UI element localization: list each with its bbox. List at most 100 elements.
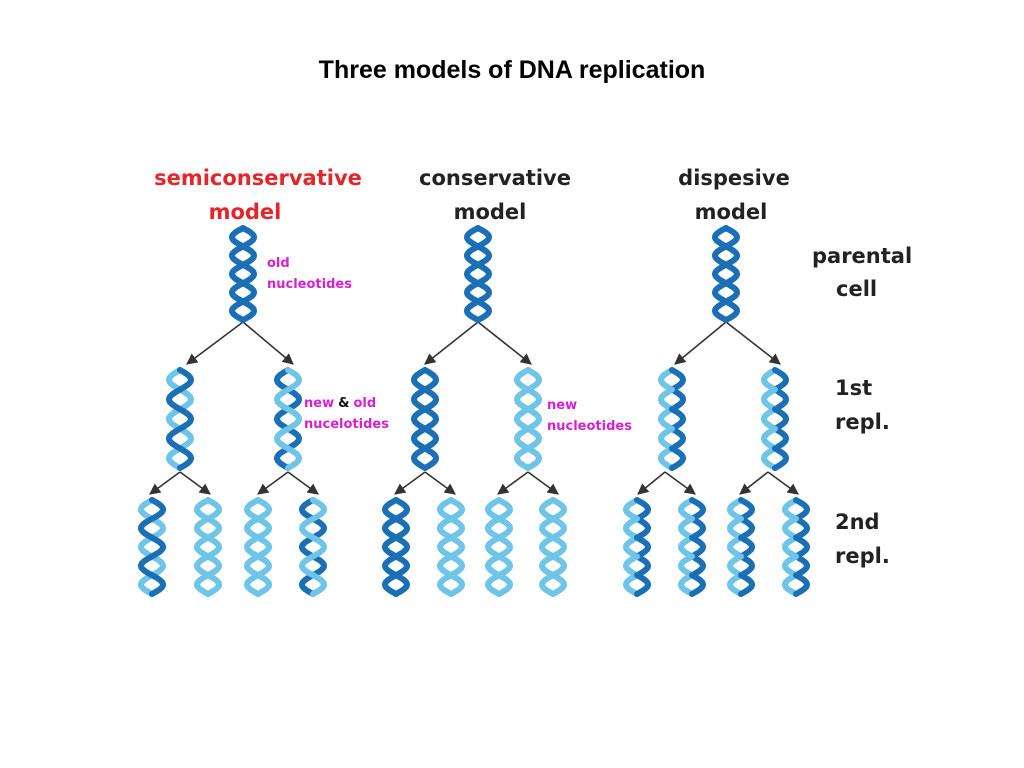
dna-strand [436, 497, 466, 597]
dna-strand [634, 515, 652, 541]
dna-strand [165, 367, 195, 471]
dna-strand [634, 497, 652, 522]
dna-strand [243, 497, 273, 597]
dna-strand [677, 572, 695, 597]
arrow [527, 471, 559, 495]
dna-strand [669, 445, 687, 471]
row-label-1st-repl: repl. [835, 410, 890, 434]
dna-strand [513, 367, 543, 471]
arrow [725, 321, 781, 365]
note-new-and-old: new&old [304, 396, 376, 411]
dna-strand [193, 497, 223, 597]
arrow [424, 321, 479, 365]
arrow [186, 321, 244, 365]
arrow [149, 471, 181, 495]
dna-strand [622, 572, 640, 597]
dna-strand [793, 497, 811, 522]
dna-strand [410, 367, 440, 471]
row-label-parental: parental [812, 244, 912, 268]
dna-strand [772, 406, 790, 432]
dna-strand [738, 515, 756, 541]
dna-strand [513, 367, 543, 471]
dna-strand [793, 572, 811, 597]
row-label-parental-cell: cell [836, 277, 877, 301]
dna-strand [689, 497, 707, 522]
dna-strand [273, 367, 303, 471]
note-old: old [267, 256, 290, 271]
arrow [674, 321, 727, 365]
dna-strand [634, 572, 652, 597]
dna-strand [711, 225, 741, 323]
dna-strand [538, 497, 568, 597]
note-old-nucleotides: nucleotides [267, 277, 352, 292]
dna-strand [228, 225, 258, 323]
dna-strand [298, 497, 328, 597]
dna-strand [760, 406, 778, 432]
dna-strand [657, 445, 675, 471]
note-new-word: new [304, 396, 334, 411]
arrow [394, 471, 426, 495]
dna-strand [484, 497, 514, 597]
dna-helices [137, 225, 811, 597]
arrow [739, 471, 769, 495]
slide-title: Three models of DNA replication [318, 56, 706, 84]
dna-strand [538, 497, 568, 597]
dna-strand [165, 367, 195, 471]
dna-strand [689, 515, 707, 541]
dna-strand [677, 534, 695, 560]
dna-strand [622, 553, 640, 579]
dna-strand [298, 497, 328, 597]
dna-strand [410, 367, 440, 471]
dna-strand [726, 572, 744, 597]
note-old-word: old [353, 396, 376, 411]
row-label-1st: 1st [835, 376, 872, 400]
note-nucelotides: nucelotides [304, 417, 389, 432]
dna-strand [772, 425, 790, 452]
arrow [637, 471, 666, 495]
dna-strand [677, 553, 695, 579]
dna-strand [726, 515, 744, 541]
dna-strand [657, 425, 675, 452]
dna-strand [137, 497, 167, 597]
dna-strand [760, 445, 778, 471]
dna-strand [677, 515, 695, 541]
dna-strand [436, 497, 466, 597]
dna-strand [738, 534, 756, 560]
dna-strand [677, 497, 695, 522]
dna-strand [738, 553, 756, 579]
dna-strand [381, 497, 411, 597]
dna-strand [781, 515, 799, 541]
dna-strand [726, 553, 744, 579]
dna-strand [137, 497, 167, 597]
dna-strand [793, 534, 811, 560]
dispersive-title: dispesive [678, 166, 790, 190]
semiconservative-title-model: model [209, 200, 282, 224]
arrow [179, 471, 211, 495]
dna-strand [484, 497, 514, 597]
dna-strand [689, 553, 707, 579]
dna-strand [657, 367, 675, 393]
arrow [257, 471, 289, 495]
dna-strand [781, 534, 799, 560]
dna-strand [657, 406, 675, 432]
note-new: new [547, 398, 577, 413]
dna-strand [793, 515, 811, 541]
arrow [497, 471, 529, 495]
dna-strand [243, 497, 273, 597]
dna-strand [634, 553, 652, 579]
dna-strand [381, 497, 411, 597]
note-new-nucleotides: nucleotides [547, 419, 632, 434]
note-amp: & [338, 396, 349, 411]
dna-strand [463, 225, 493, 323]
dna-strand [781, 572, 799, 597]
dna-strand [669, 406, 687, 432]
dna-strand [622, 515, 640, 541]
dna-strand [760, 425, 778, 452]
row-label-2nd: 2nd [835, 510, 880, 534]
dna-strand [193, 497, 223, 597]
dna-strand [738, 497, 756, 522]
dna-strand [711, 225, 741, 323]
arrow [424, 471, 456, 495]
dna-strand [781, 497, 799, 522]
